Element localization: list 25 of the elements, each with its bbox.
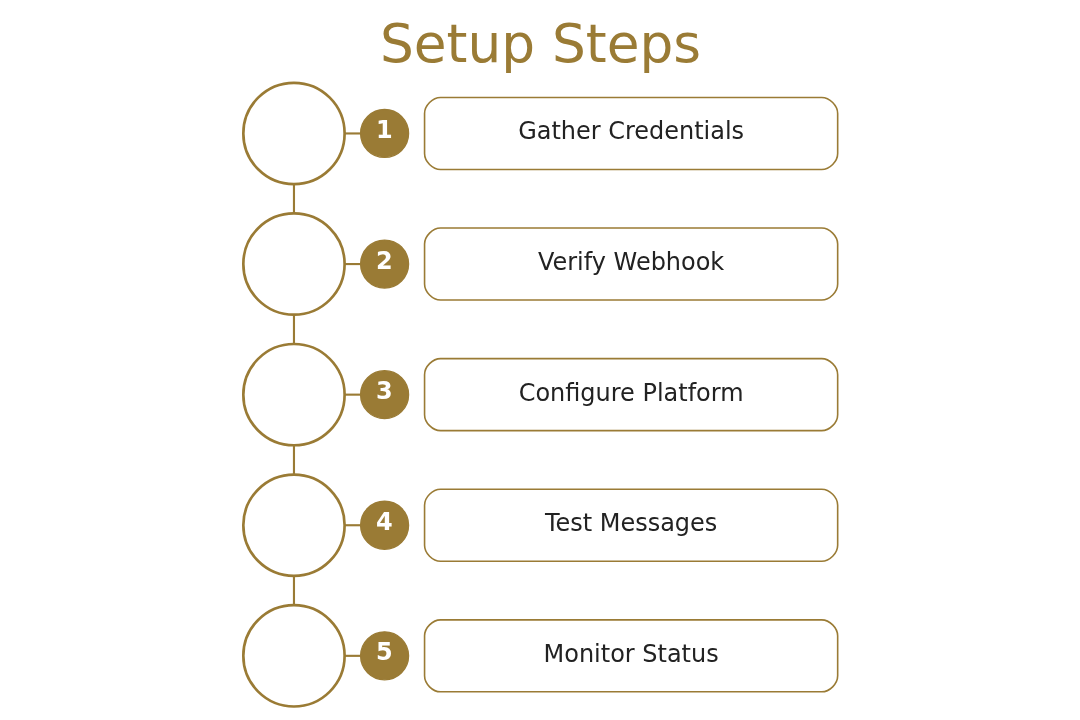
- node-circle: 1: [359, 108, 409, 159]
- connector: [292, 314, 295, 344]
- node-box: Test Messages: [423, 488, 838, 562]
- connector: [292, 184, 295, 214]
- node-circle: 4: [359, 500, 409, 550]
- connector: [344, 263, 360, 266]
- connector: [344, 132, 360, 135]
- node-circle: [241, 212, 346, 317]
- node-circle: 2: [359, 239, 409, 289]
- connector: [292, 576, 295, 606]
- node-circle: [241, 473, 346, 578]
- diagram-title: Setup Steps: [379, 12, 701, 75]
- node-box: Configure Platform: [423, 357, 838, 432]
- node-box: Verify Webhook: [423, 227, 838, 301]
- node-box: Monitor Status: [423, 619, 838, 693]
- node-box: Gather Credentials: [423, 96, 838, 171]
- node-circle: [241, 603, 346, 708]
- connector: [344, 393, 360, 396]
- node-circle: [241, 81, 346, 186]
- node-circle: 5: [359, 631, 409, 681]
- node-circle: [241, 342, 346, 447]
- connector: [344, 654, 360, 657]
- connector: [344, 524, 360, 527]
- connector: [292, 445, 295, 475]
- node-circle: 3: [359, 370, 409, 420]
